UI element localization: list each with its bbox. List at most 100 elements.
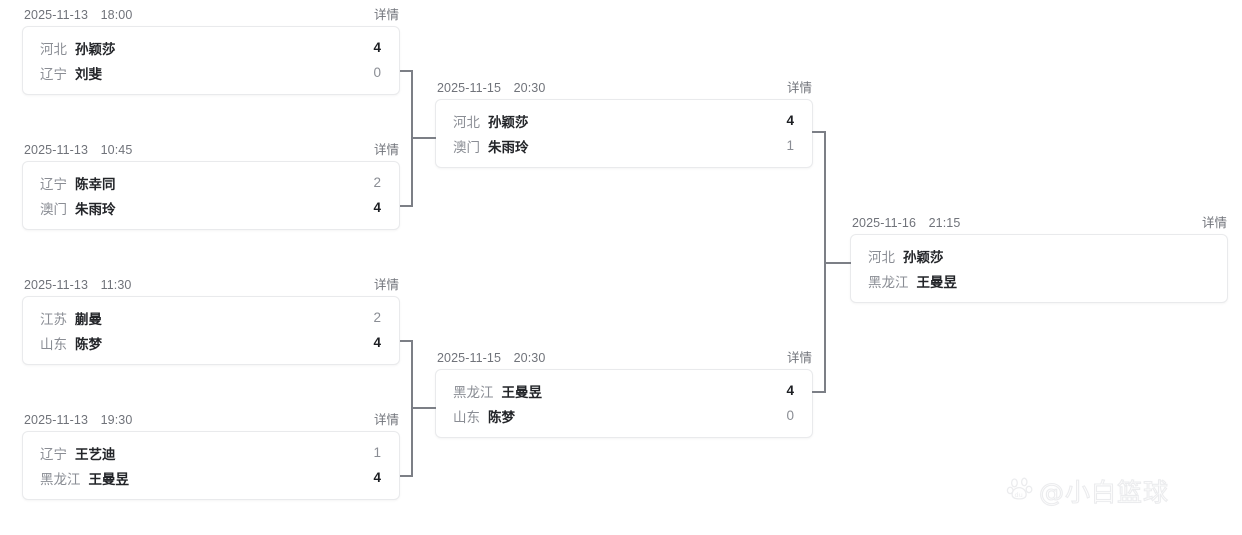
team-province: 河北 (868, 249, 895, 265)
team-player: 陈梦 (75, 336, 102, 352)
match-header: 2025-11-15 20:30 详情 (435, 77, 813, 95)
match-header: 2025-11-13 18:00 详情 (22, 4, 400, 22)
bracket-connector-qf2-out (400, 205, 412, 207)
match-header: 2025-11-16 21:15 详情 (850, 212, 1228, 230)
team-player: 孙颖莎 (75, 41, 116, 57)
team-row[interactable]: 河北 孙颖莎 4 (436, 108, 812, 133)
bracket-connector-qf3-out (400, 340, 412, 342)
match-card-qf1[interactable]: 2025-11-13 18:00 详情 河北 孙颖莎 4 辽宁 刘斐 0 (22, 4, 400, 95)
svg-text:du: du (1015, 490, 1023, 498)
team-row[interactable]: 江苏 蒯曼 2 (23, 305, 399, 330)
team-province: 澳门 (40, 201, 67, 217)
match-detail-link[interactable]: 详情 (373, 8, 399, 22)
bracket-connector-sf2-out (812, 391, 825, 393)
watermark: du @小白篮球 (1006, 473, 1169, 509)
team-row[interactable]: 辽宁 王艺迪 1 (23, 440, 399, 465)
team-province: 黑龙江 (453, 384, 494, 400)
match-detail-link[interactable]: 详情 (373, 143, 399, 157)
team-score: 2 (373, 175, 381, 190)
match-datetime: 2025-11-16 21:15 (852, 216, 961, 230)
team-row[interactable]: 山东 陈梦 0 (436, 403, 812, 428)
bracket-connector-sf1-out (812, 131, 825, 133)
team-player: 朱雨玲 (75, 201, 116, 217)
match-datetime: 2025-11-13 11:30 (24, 278, 132, 292)
team-player: 刘斐 (75, 66, 102, 82)
match-card-sf1[interactable]: 2025-11-15 20:30 详情 河北 孙颖莎 4 澳门 朱雨玲 1 (435, 77, 813, 168)
match-datetime: 2025-11-13 18:00 (24, 8, 133, 22)
team-row[interactable]: 山东 陈梦 4 (23, 330, 399, 355)
bracket-connector-sf1-in (411, 137, 436, 139)
team-player: 陈幸同 (75, 176, 116, 192)
bracket-connector-qf4-out (400, 475, 412, 477)
watermark-text: @小白篮球 (1038, 477, 1170, 507)
team-player: 王曼昱 (88, 471, 130, 487)
bracket-connector-sf2-in (411, 407, 436, 409)
team-player: 王曼昱 (501, 384, 543, 400)
match-card-qf2[interactable]: 2025-11-13 10:45 详情 辽宁 陈幸同 2 澳门 朱雨玲 4 (22, 139, 400, 230)
match-datetime: 2025-11-15 20:30 (437, 81, 546, 95)
match-detail-link[interactable]: 详情 (1201, 216, 1227, 230)
match-datetime: 2025-11-13 10:45 (24, 143, 133, 157)
team-province: 黑龙江 (868, 274, 909, 290)
match-card-qf3[interactable]: 2025-11-13 11:30 详情 江苏 蒯曼 2 山东 陈梦 4 (22, 274, 400, 365)
team-score: 0 (373, 65, 381, 80)
team-player: 孙颖莎 (488, 114, 529, 130)
team-row[interactable]: 黑龙江 王曼昱 4 (23, 465, 399, 490)
team-province: 辽宁 (40, 176, 67, 192)
team-province: 澳门 (453, 139, 480, 155)
team-row[interactable]: 黑龙江 王曼昱 4 (436, 378, 812, 403)
team-row[interactable]: 辽宁 刘斐 0 (23, 60, 399, 85)
team-row[interactable]: 黑龙江 王曼昱 (851, 268, 1227, 293)
match-body: 江苏 蒯曼 2 山东 陈梦 4 (22, 296, 400, 365)
match-detail-link[interactable]: 详情 (786, 351, 812, 365)
match-body: 黑龙江 王曼昱 4 山东 陈梦 0 (435, 369, 813, 438)
match-body: 河北 孙颖莎 黑龙江 王曼昱 (850, 234, 1228, 303)
team-province: 辽宁 (40, 446, 67, 462)
match-card-qf4[interactable]: 2025-11-13 19:30 详情 辽宁 王艺迪 1 黑龙江 王曼昱 4 (22, 409, 400, 500)
team-score: 4 (373, 40, 381, 55)
match-body: 河北 孙颖莎 4 辽宁 刘斐 0 (22, 26, 400, 95)
team-row[interactable]: 澳门 朱雨玲 1 (436, 133, 812, 158)
match-datetime: 2025-11-15 20:30 (437, 351, 546, 365)
match-body: 辽宁 王艺迪 1 黑龙江 王曼昱 4 (22, 431, 400, 500)
team-province: 山东 (40, 336, 67, 352)
team-province: 辽宁 (40, 66, 67, 82)
team-score: 4 (373, 200, 381, 215)
team-province: 河北 (40, 41, 67, 57)
team-player: 蒯曼 (75, 311, 102, 327)
match-header: 2025-11-15 20:30 详情 (435, 347, 813, 365)
baidu-paw-icon: du (1006, 474, 1036, 509)
team-score: 0 (786, 408, 794, 423)
team-player: 王曼昱 (916, 274, 958, 290)
team-score: 4 (786, 383, 794, 398)
team-row[interactable]: 河北 孙颖莎 4 (23, 35, 399, 60)
team-score: 1 (373, 445, 381, 460)
match-body: 河北 孙颖莎 4 澳门 朱雨玲 1 (435, 99, 813, 168)
match-card-sf2[interactable]: 2025-11-15 20:30 详情 黑龙江 王曼昱 4 山东 陈梦 0 (435, 347, 813, 438)
bracket-connector-qf1-out (400, 70, 412, 72)
team-player: 孙颖莎 (903, 249, 944, 265)
team-row[interactable]: 河北 孙颖莎 (851, 243, 1227, 268)
match-header: 2025-11-13 19:30 详情 (22, 409, 400, 427)
team-province: 河北 (453, 114, 480, 130)
match-header: 2025-11-13 11:30 详情 (22, 274, 400, 292)
team-score: 1 (786, 138, 794, 153)
team-player: 陈梦 (488, 409, 515, 425)
match-datetime: 2025-11-13 19:30 (24, 413, 133, 427)
match-detail-link[interactable]: 详情 (786, 81, 812, 95)
match-card-final[interactable]: 2025-11-16 21:15 详情 河北 孙颖莎 黑龙江 王曼昱 (850, 212, 1228, 303)
team-player: 朱雨玲 (488, 139, 529, 155)
bracket-connector-final-in (824, 262, 851, 264)
team-province: 黑龙江 (40, 471, 81, 487)
match-body: 辽宁 陈幸同 2 澳门 朱雨玲 4 (22, 161, 400, 230)
match-detail-link[interactable]: 详情 (373, 278, 399, 292)
match-detail-link[interactable]: 详情 (373, 413, 399, 427)
team-row[interactable]: 澳门 朱雨玲 4 (23, 195, 399, 220)
team-player: 王艺迪 (75, 446, 116, 462)
team-score: 4 (786, 113, 794, 128)
team-score: 4 (373, 470, 381, 485)
team-province: 江苏 (40, 311, 67, 327)
team-province: 山东 (453, 409, 480, 425)
team-row[interactable]: 辽宁 陈幸同 2 (23, 170, 399, 195)
